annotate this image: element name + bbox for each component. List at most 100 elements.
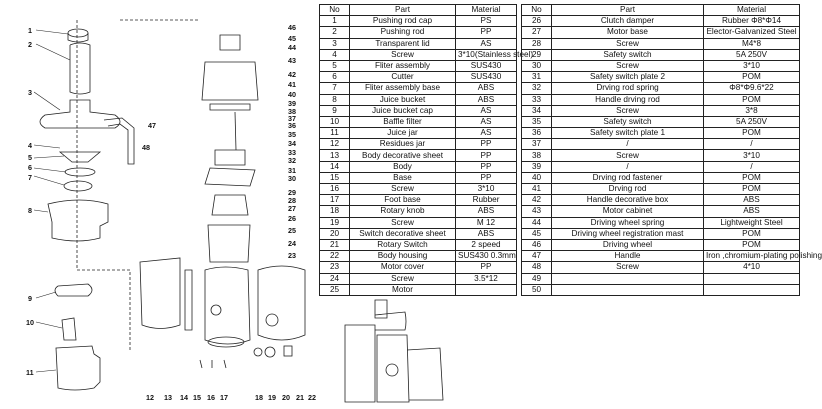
label-46: 46 bbox=[288, 23, 296, 32]
cell-no: 32 bbox=[521, 82, 552, 95]
cell-part: Juice bucket cap bbox=[349, 104, 456, 117]
cell-part: Body housing bbox=[349, 250, 456, 263]
label-11: 11 bbox=[26, 368, 34, 377]
cell-material: POM bbox=[703, 182, 800, 196]
cell-part: Handle bbox=[551, 250, 704, 263]
label-22: 22 bbox=[308, 393, 316, 402]
cell-material: Lightweight Steel bbox=[703, 216, 800, 229]
exploded-parts-diagram: 1 2 3 4 5 6 7 8 9 10 11 47 48 46 45 44 4… bbox=[26, 19, 316, 402]
cell-material: ABS bbox=[703, 205, 800, 218]
cell-no: 27 bbox=[521, 26, 552, 39]
header-material: Material bbox=[703, 3, 800, 17]
cell-material: 2 speed bbox=[455, 238, 517, 252]
cell-no: 30 bbox=[521, 59, 552, 73]
cell-material: Rubber Φ8*Φ14 bbox=[703, 15, 800, 28]
cell-part: Driving wheel bbox=[551, 238, 704, 252]
label-13: 13 bbox=[164, 393, 172, 402]
cell-no: 38 bbox=[521, 149, 552, 162]
cell-material: / bbox=[703, 160, 800, 173]
cell-material: PP bbox=[455, 138, 517, 151]
cell-part: Foot base bbox=[349, 194, 456, 207]
cell-no: 4 bbox=[319, 48, 350, 61]
table-row: 39// bbox=[521, 160, 800, 173]
cell-no: 25 bbox=[319, 283, 350, 296]
cell-no: 10 bbox=[319, 115, 350, 129]
cell-no: 21 bbox=[319, 238, 350, 252]
cell-material bbox=[703, 283, 800, 296]
cell-part: Screw bbox=[551, 59, 704, 73]
cell-no: 29 bbox=[521, 48, 552, 61]
cell-material: ABS bbox=[455, 93, 517, 106]
cell-no: 41 bbox=[521, 182, 552, 196]
label-9: 9 bbox=[28, 294, 32, 303]
cell-material: ABS bbox=[455, 227, 517, 240]
cell-no: 12 bbox=[319, 138, 350, 151]
cell-no: 37 bbox=[521, 138, 552, 151]
cell-no: 14 bbox=[319, 160, 350, 173]
label-32: 32 bbox=[288, 156, 296, 165]
cell-part: Handle drving rod bbox=[551, 93, 704, 106]
cell-material: PP bbox=[455, 171, 517, 185]
cell-material: 3*10 bbox=[703, 59, 800, 73]
table-row: 49 bbox=[521, 272, 800, 285]
cell-part: Rotary Switch bbox=[349, 238, 456, 252]
cell-material: ABS bbox=[455, 205, 517, 218]
label-25: 25 bbox=[288, 226, 296, 235]
cell-material: Φ8*Φ9.6*22 bbox=[703, 82, 800, 95]
cell-material: M4*8 bbox=[703, 37, 800, 50]
cell-no: 3 bbox=[319, 37, 350, 50]
cell-material: POM bbox=[703, 127, 800, 140]
cell-part: Juice bucket bbox=[349, 93, 456, 106]
cell-part: Cutter bbox=[349, 71, 456, 84]
cell-no: 20 bbox=[319, 227, 350, 240]
cell-no: 46 bbox=[521, 238, 552, 252]
table-header-row: No Part Material bbox=[521, 3, 800, 17]
cell-no: 15 bbox=[319, 171, 350, 185]
header-no: No bbox=[319, 3, 350, 17]
label-44: 44 bbox=[288, 43, 296, 52]
cell-part: Drving rod bbox=[551, 182, 704, 196]
cell-no: 23 bbox=[319, 261, 350, 274]
label-31: 31 bbox=[288, 166, 296, 175]
cell-part: Clutch damper bbox=[551, 15, 704, 28]
cell-material: ABS bbox=[455, 82, 517, 95]
label-16: 16 bbox=[207, 393, 215, 402]
cell-material: / bbox=[703, 138, 800, 151]
cell-no: 7 bbox=[319, 82, 350, 95]
header-part: Part bbox=[551, 3, 704, 17]
label-24: 24 bbox=[288, 239, 296, 248]
cell-part: / bbox=[551, 138, 704, 151]
cell-no: 22 bbox=[319, 250, 350, 263]
table-row: 50 bbox=[521, 283, 800, 296]
cell-material: 5A 250V bbox=[703, 48, 800, 61]
cell-part bbox=[551, 272, 704, 285]
cell-part: / bbox=[551, 160, 704, 173]
cell-no: 6 bbox=[319, 71, 350, 84]
label-4: 4 bbox=[28, 141, 32, 150]
label-21: 21 bbox=[296, 393, 304, 402]
